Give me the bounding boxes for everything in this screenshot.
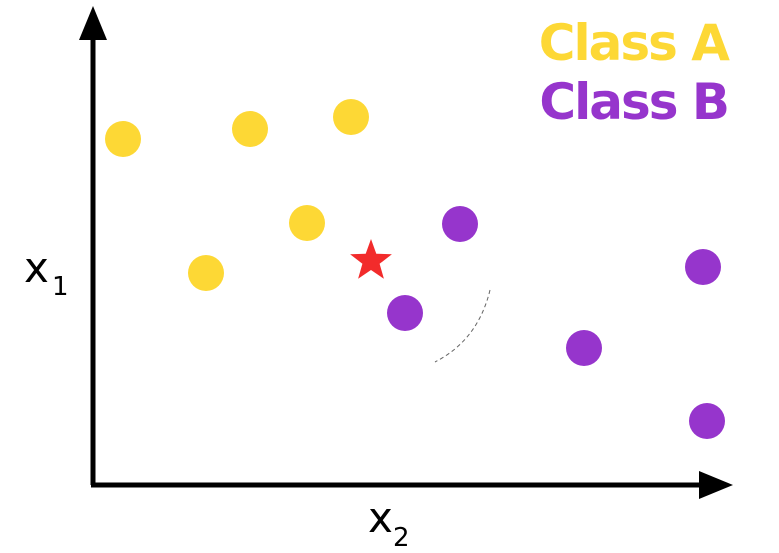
class-b-point-4 [685,249,721,285]
class-a-point-1 [105,121,141,157]
legend-class-b: Class B [539,73,728,131]
neighbor-radius-arc [434,289,491,363]
class-b-point-3 [566,330,602,366]
x-axis-label-subscript: 2 [393,523,410,553]
query-point-star [350,239,392,279]
class-a-point-3 [333,99,369,135]
x-axis-label-main: x [368,493,393,542]
class-a-point-5 [188,255,224,291]
y-axis-label-subscript: 1 [52,272,69,302]
legend-class-a: Class A [539,14,731,72]
x-axis-arrowhead [699,471,733,499]
class-b-point-2 [387,295,423,331]
y-axis-label-main: x [24,243,49,292]
y-axis-label: x [24,243,49,292]
class-a-point-4 [289,205,325,241]
class-b-point-1 [442,206,478,242]
x-axis-label: x [368,493,393,542]
class-a-point-2 [232,111,268,147]
y-axis-arrowhead [79,6,107,40]
points-layer [105,99,725,439]
class-b-point-5 [689,403,725,439]
